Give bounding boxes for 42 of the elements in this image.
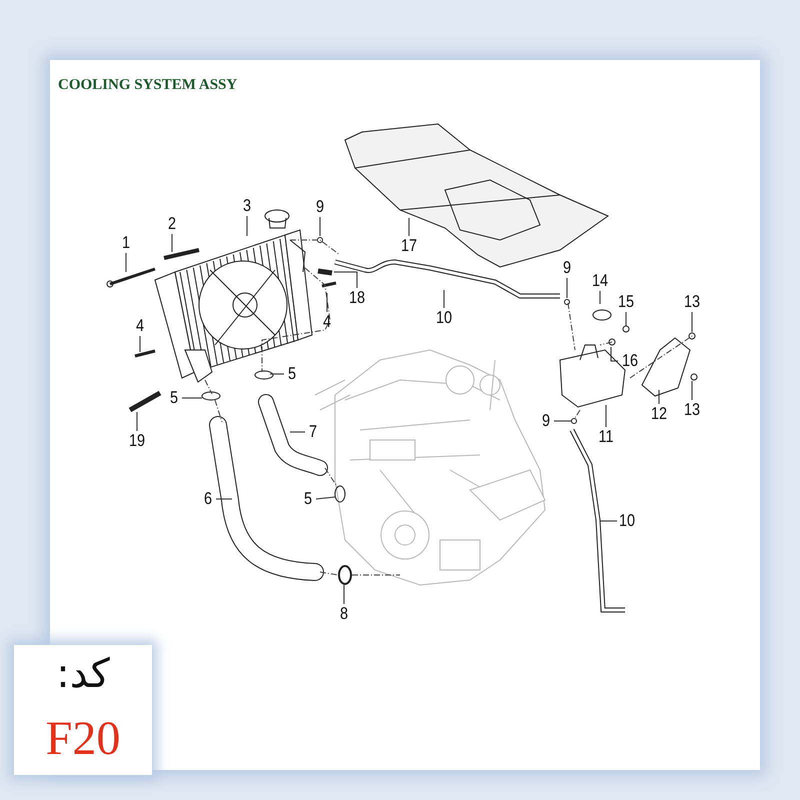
- callout-number: 9: [542, 412, 550, 430]
- callout-number: 17: [400, 237, 418, 255]
- leader-line: [246, 216, 248, 236]
- callout-number: 6: [204, 490, 212, 508]
- callout-number: 9: [562, 259, 572, 277]
- leader-line: [326, 292, 328, 312]
- code-value: F20: [44, 711, 122, 766]
- callout-number: 3: [242, 197, 252, 215]
- leader-line: [408, 218, 410, 236]
- leader-line: [216, 498, 232, 500]
- callout-number: 10: [618, 512, 636, 530]
- title: COOLING SYSTEM ASSY: [58, 77, 238, 94]
- callout-number: 16: [622, 352, 638, 370]
- callout-number: 5: [170, 389, 178, 407]
- callout-number: 5: [288, 365, 296, 383]
- leader-line: [334, 272, 358, 288]
- callout-number: 14: [592, 272, 608, 290]
- leader-line: [554, 420, 572, 422]
- callout-number: 10: [436, 309, 452, 327]
- callout-number: 18: [348, 289, 366, 307]
- code-card: [14, 645, 152, 775]
- leader-line: [316, 496, 336, 500]
- leader-line: [610, 346, 618, 362]
- callout-number: 15: [618, 293, 634, 311]
- leader-line: [136, 412, 138, 432]
- callout-number: 1: [122, 234, 130, 252]
- leader-line: [658, 390, 660, 404]
- callout-number: 9: [316, 198, 324, 216]
- leader-line: [600, 520, 618, 522]
- leader-line: [566, 278, 568, 298]
- callout-number: 13: [684, 293, 700, 311]
- code-label: کد:: [55, 651, 111, 697]
- callout-number: 8: [340, 605, 348, 623]
- callout-number: 13: [684, 401, 700, 419]
- callout-number: 12: [650, 405, 668, 423]
- callout-number: 11: [598, 428, 614, 446]
- callout-number: 4: [136, 317, 144, 335]
- callout-number: 19: [128, 432, 146, 450]
- callout-number: 2: [168, 215, 176, 233]
- callout-number: 7: [308, 423, 318, 441]
- callout-number: 5: [304, 490, 312, 508]
- callout-number: 4: [322, 313, 332, 331]
